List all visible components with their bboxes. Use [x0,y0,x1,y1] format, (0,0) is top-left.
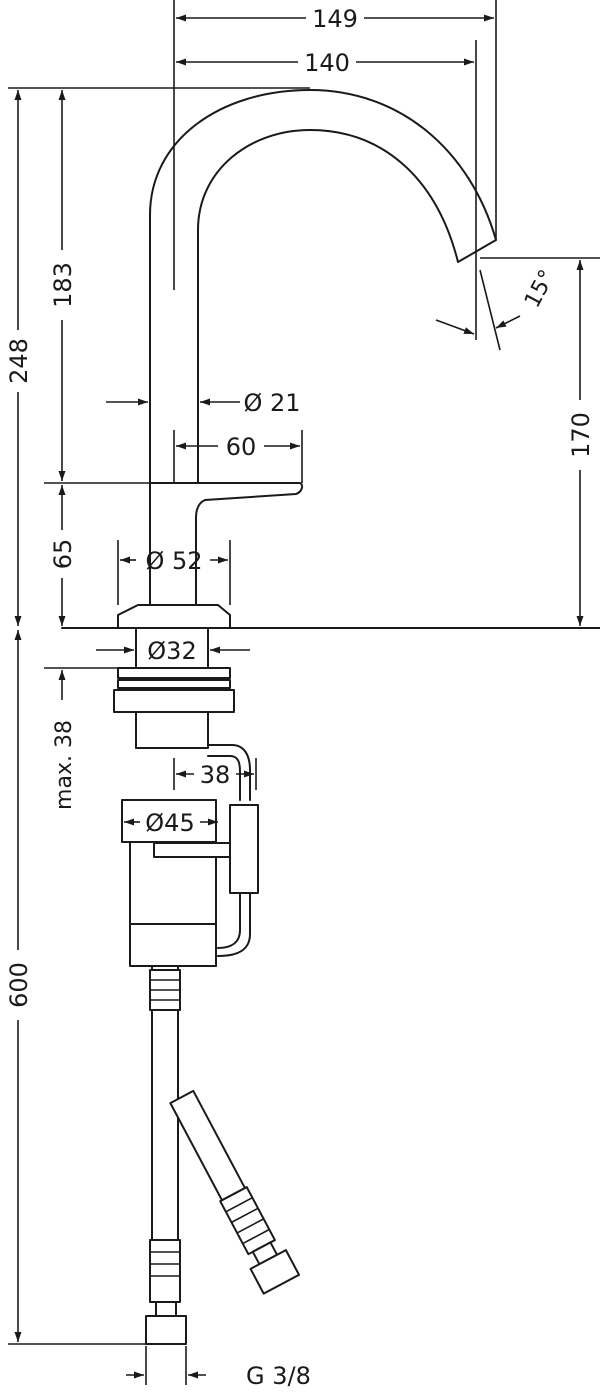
label-60: 60 [226,433,257,461]
hose-crimp-bottom [149,1239,181,1303]
hose-angled [169,1089,301,1295]
dimension-lines [8,0,600,1385]
hose-collar-straight [155,1301,177,1317]
rod-sleeve [229,804,259,894]
label-65: 65 [49,539,77,570]
label-15deg: 15° [520,266,560,312]
lever-handle [149,482,304,606]
dim-15deg-arrow-left [435,319,475,335]
label-38: 38 [200,761,231,789]
drain-rod-lower [217,892,251,957]
label-149: 149 [312,5,358,33]
label-248: 248 [5,338,33,384]
label-183: 183 [49,262,77,308]
drain-rod-inner [207,755,241,801]
dimension-labels: 149 140 248 183 65 170 15° Ø 21 60 Ø 52 … [5,5,595,1390]
washer-top [117,667,231,679]
drain-rod [207,744,251,801]
washer-ring [117,679,231,689]
body-upper [121,799,217,843]
label-d32: Ø32 [147,637,196,665]
supply-hoses [145,965,301,1345]
dim-15deg-arrow-right [495,315,521,329]
label-g38: G 3/8 [246,1362,311,1390]
fixing-nut [113,689,235,713]
hose-nut-straight [145,1315,187,1345]
label-d52: Ø 52 [145,547,202,575]
base-cap [117,604,231,629]
body-bottom [129,923,217,967]
label-140: 140 [304,49,350,77]
faucet-body [61,89,600,629]
label-170: 170 [567,412,595,458]
spout [149,89,497,488]
label-max38: max. 38 [52,720,77,810]
label-d21: Ø 21 [243,389,300,417]
label-600: 600 [5,962,33,1008]
shank-lower [135,711,209,749]
mounting-hardware [113,627,259,967]
label-d45: Ø45 [145,809,194,837]
